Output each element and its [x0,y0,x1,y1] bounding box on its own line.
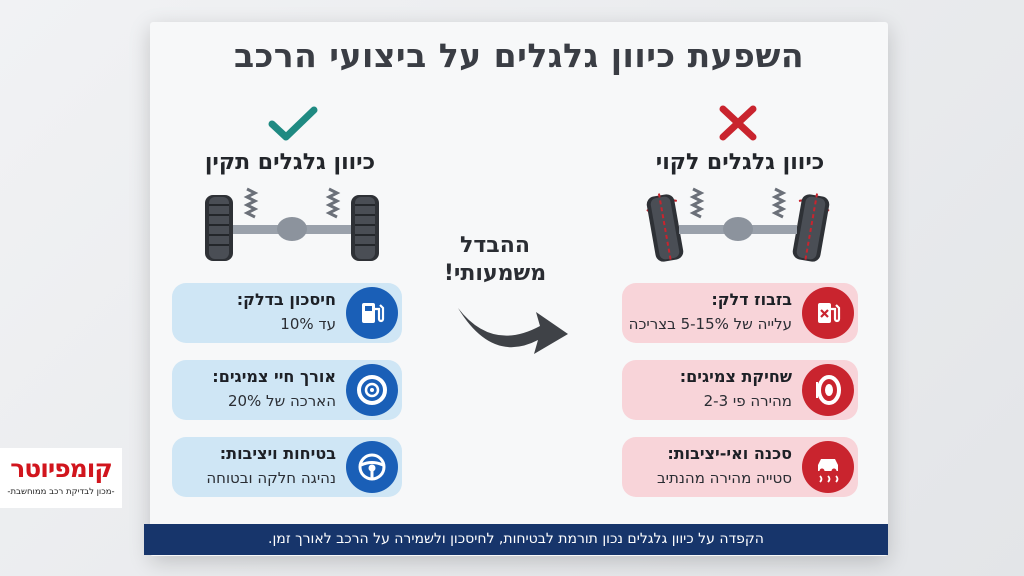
danger-title: סכנה ואי-יציבות: [667,444,792,463]
skidding-car-icon [802,441,854,493]
fuel-waste-value: עלייה של 5-15% בצריכה [628,315,792,333]
fuel-pump-x-icon [802,287,854,339]
misaligned-axle-icon [646,187,830,263]
danger-card: סכנה ואי-יציבות: סטייה מהירה מהנתיב [622,437,858,497]
tire-life-title: אורך חיי צמיגים: [212,367,336,386]
cross-icon [719,105,757,141]
good-alignment-heading: כיוון גלגלים תקין [204,150,376,175]
difference-line-2: משמעותי! [443,261,547,286]
footer-banner: הקפדה על כיוון גלגלים נכון תורמת לבטיחות… [144,524,888,555]
tire-life-value: הארכה של 20% [227,392,336,410]
fuel-waste-card: בזבוז דלק: עלייה של 5-15% בצריכה [622,283,858,343]
footer-text: הקפדה על כיוון גלגלים נכון תורמת לבטיחות… [268,531,764,547]
straight-axle-icon [205,187,379,261]
page-title: השפעת כיוון גלגלים על ביצועי הרכב [233,36,805,75]
tire-wear-title: שחיקת צמיגים: [679,367,792,386]
bad-alignment-heading: כיוון גלגלים לקוי [655,150,825,175]
difference-label: ההבדל משמעותי! [430,232,560,288]
safety-title: בטיחות ויציבות: [219,444,336,463]
brand-logo: קומפיוטר -מכון לבדיקת רכב ממוחשבת- [0,448,122,508]
fuel-saving-value: עד 10% [280,315,336,333]
fuel-pump-icon [346,287,398,339]
logo-tagline: -מכון לבדיקת רכב ממוחשבת- [7,487,115,497]
safety-card: בטיחות ויציבות: נהיגה חלקה ובטוחה [172,437,402,497]
tire-icon [346,364,398,416]
tire-wear-value: מהירה פי 2-3 [703,392,792,410]
safety-value: נהיגה חלקה ובטוחה [206,469,336,487]
tire-wear-card: שחיקת צמיגים: מהירה פי 2-3 [622,360,858,420]
fuel-saving-title: חיסכון בדלק: [236,290,336,309]
tire-life-card: אורך חיי צמיגים: הארכה של 20% [172,360,402,420]
fuel-saving-card: חיסכון בדלק: עד 10% [172,283,402,343]
worn-tire-icon [802,364,854,416]
check-icon [268,106,318,141]
curved-arrow-icon [458,308,568,354]
logo-name: קומפיוטר [10,454,113,483]
fuel-waste-title: בזבוז דלק: [711,290,792,309]
difference-line-1: ההבדל [460,233,530,258]
danger-value: סטייה מהירה מהנתיב [657,469,792,487]
steering-wheel-icon [346,441,398,493]
